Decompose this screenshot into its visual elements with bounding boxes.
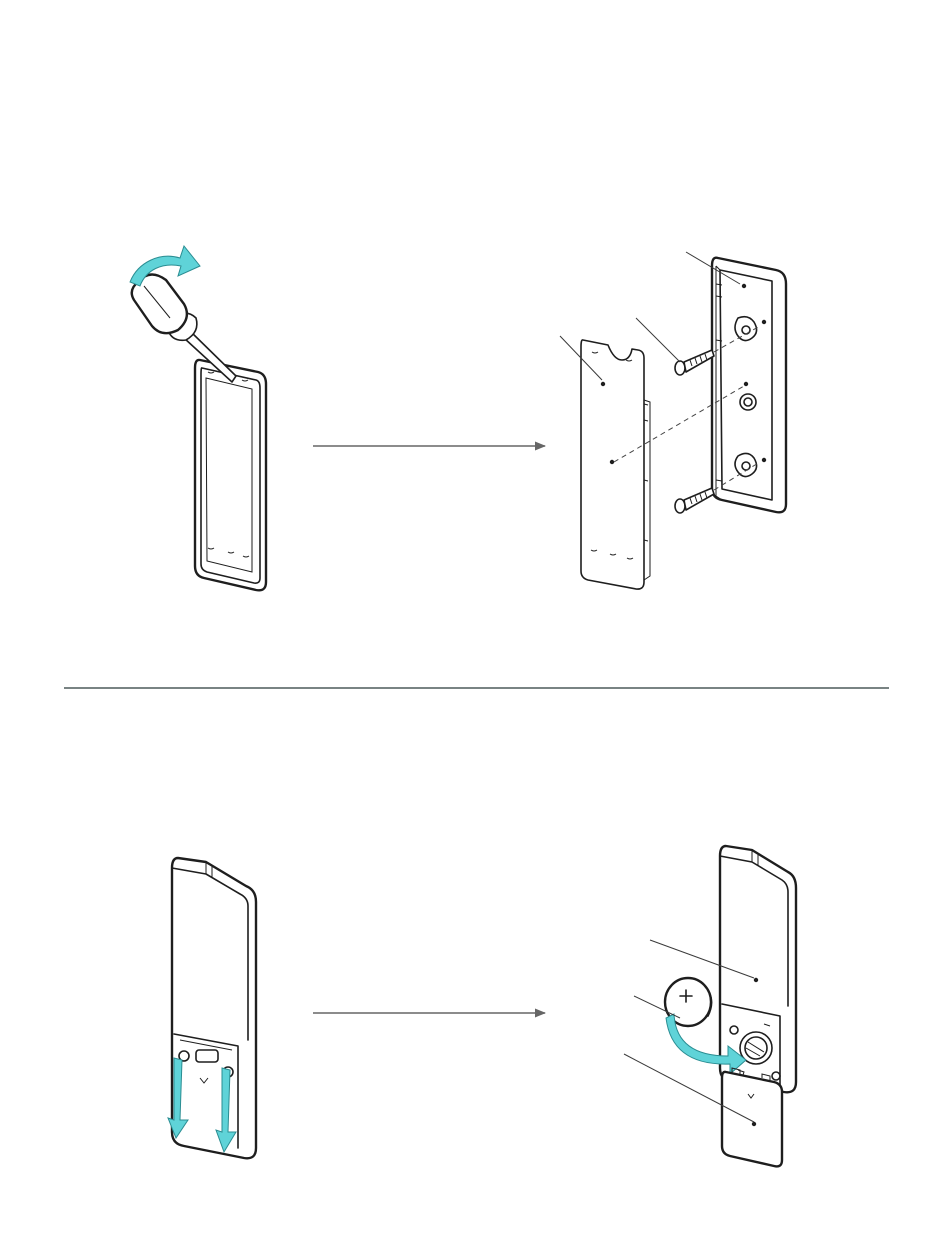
battery-door <box>722 1068 782 1166</box>
cover-plate <box>581 340 650 589</box>
mounting-screw-lower <box>675 488 714 513</box>
device-back <box>172 858 256 1158</box>
screwdriver <box>132 274 236 382</box>
mounting-screw-upper <box>675 350 714 375</box>
device-front <box>195 360 266 590</box>
step-replace-battery <box>168 846 796 1166</box>
backplate <box>712 258 786 513</box>
step-remove-backplate <box>130 246 786 590</box>
